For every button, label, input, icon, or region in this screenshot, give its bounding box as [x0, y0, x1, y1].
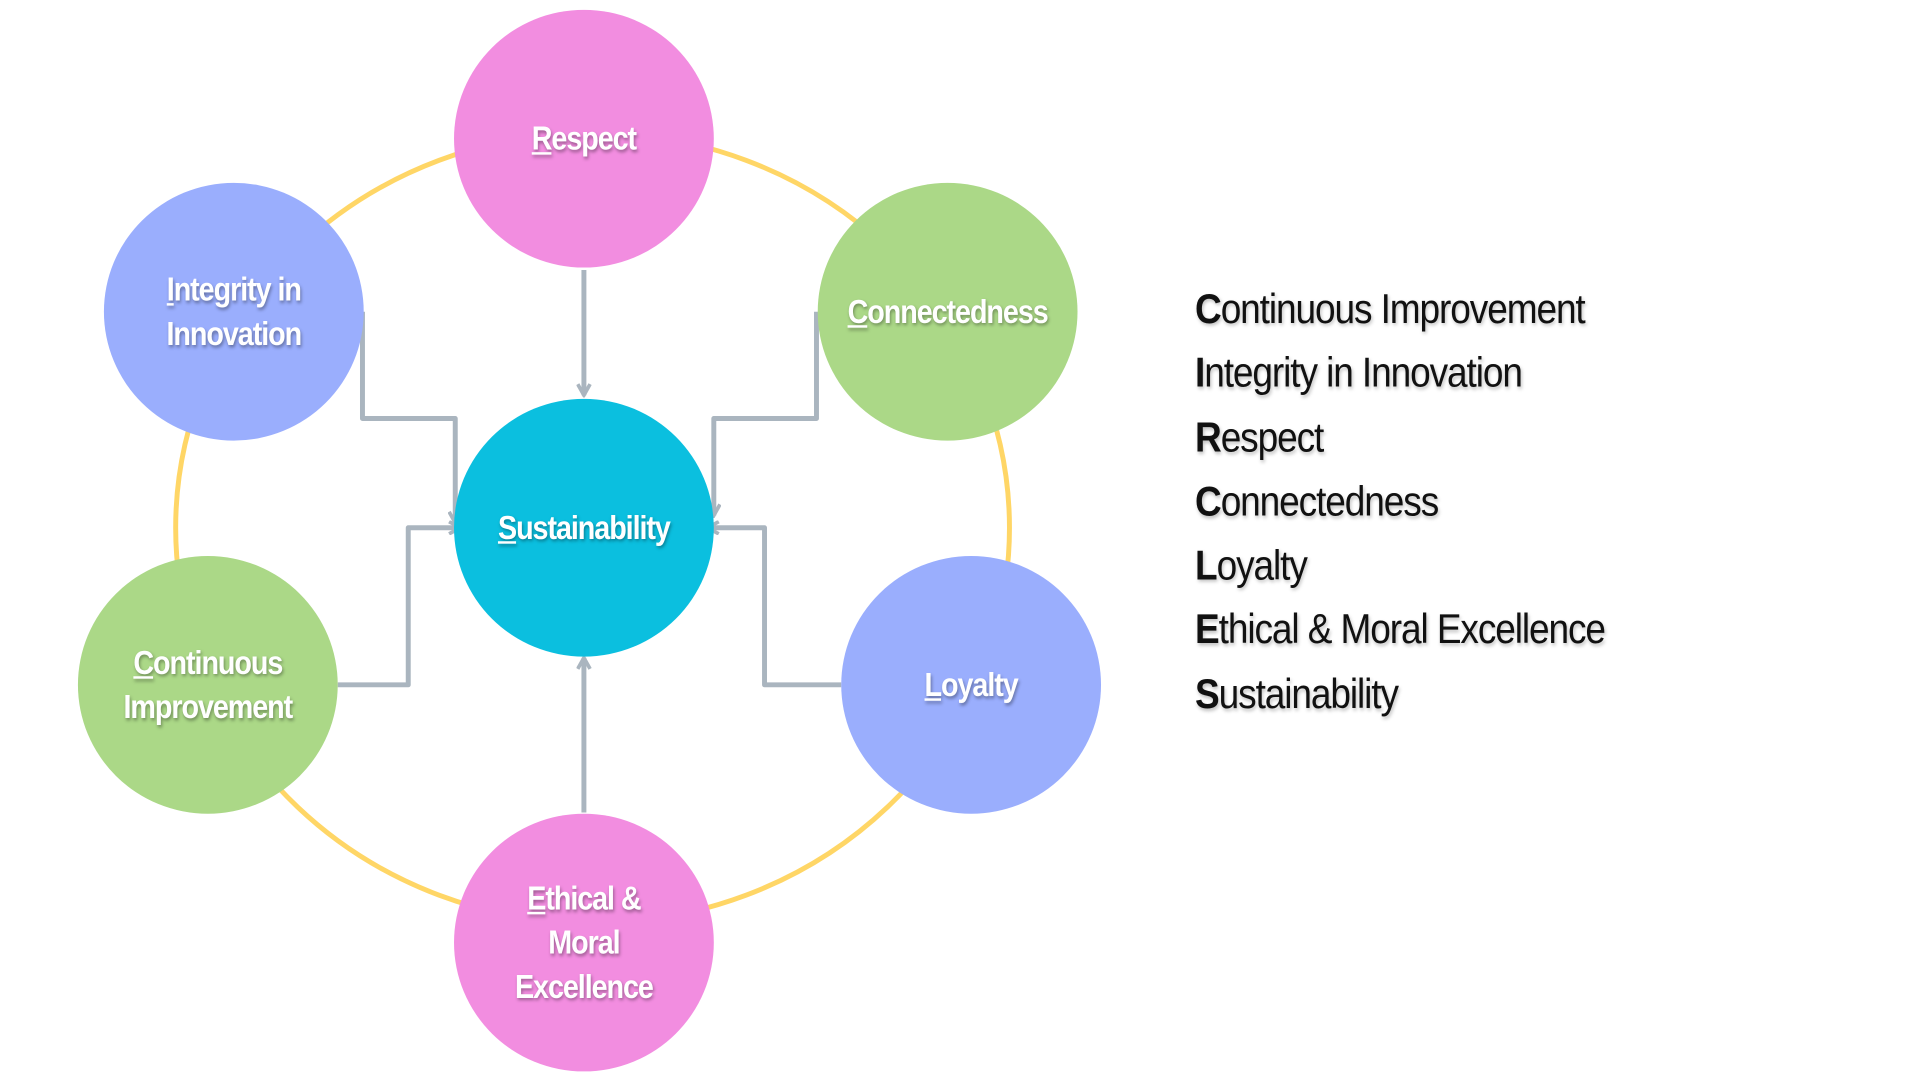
initial-letter: C	[133, 644, 154, 682]
label-rest: thical & Moral Excellence	[1218, 606, 1606, 654]
initial-letter: E	[527, 879, 546, 917]
initial-letter: L	[924, 666, 943, 704]
node-sustainability-circle	[454, 398, 714, 657]
arrow-connectedness	[714, 311, 819, 516]
label-rest: thical & Moral Excellence	[514, 879, 654, 1006]
legend-item: Respect	[1195, 406, 1605, 470]
initial-letter: S	[497, 509, 517, 547]
label-rest: onnectedness	[1220, 478, 1440, 526]
initial-letter: I	[1195, 350, 1205, 397]
node-continuous-label: Continuous Improvement	[112, 641, 304, 729]
label-rest: ontinuous Improvement	[123, 644, 293, 726]
label-rest: ntegrity in Innovation	[1204, 350, 1523, 397]
initial-letter: R	[531, 120, 553, 158]
label-rest: oyalty	[941, 666, 1019, 704]
label-rest: ustainability	[516, 509, 671, 547]
label-rest: oyalty	[1216, 542, 1308, 590]
node-ethical-label: Ethical & Moral Excellence	[504, 876, 664, 1009]
label-rest: espect	[1220, 414, 1325, 461]
node-connectedness-label: Connectedness	[841, 290, 1054, 334]
legend-item: Connectedness	[1195, 470, 1605, 534]
label-rest: espect	[551, 120, 637, 158]
node-continuous-circle	[77, 555, 338, 814]
label-rest: onnectedness	[867, 293, 1048, 331]
legend-item: Loyalty	[1195, 534, 1605, 598]
initial-letter: L	[1195, 542, 1218, 590]
node-integrity-label: Integrity in Innovation	[149, 268, 319, 356]
initial-letter: C	[847, 293, 869, 331]
label-rest: ntegrity in Innovation	[166, 271, 303, 353]
label-rest: ontinuous Improvement	[1220, 285, 1586, 333]
initial-letter: E	[1195, 606, 1220, 654]
node-loyalty-circle	[841, 555, 1102, 814]
label-rest: ustainability	[1218, 671, 1399, 718]
initial-letter: S	[1195, 671, 1220, 718]
node-respect-label: Respect	[478, 117, 691, 161]
initial-letter: C	[1195, 285, 1222, 333]
arrow-continuous	[337, 528, 460, 688]
legend-item: Integrity in Innovation	[1195, 342, 1605, 406]
node-connectedness-circle	[817, 182, 1078, 441]
initial-letter: R	[1195, 414, 1222, 461]
node-respect-circle	[454, 9, 714, 268]
arrow-integrity	[359, 311, 455, 523]
arrow-loyalty	[708, 528, 842, 688]
legend-item: Continuous Improvement	[1195, 277, 1605, 341]
initial-letter: I	[166, 271, 175, 309]
acronym-legend: Continuous Improvement Integrity in Inno…	[1195, 277, 1661, 726]
legend-item: Sustainability	[1195, 662, 1605, 726]
legend-item: Ethical & Moral Excellence	[1195, 598, 1606, 662]
node-integrity-circle	[103, 182, 364, 441]
initial-letter: C	[1195, 478, 1222, 526]
node-sustainability-label: Sustainability	[478, 506, 691, 550]
node-loyalty-label: Loyalty	[865, 663, 1078, 707]
node-ethical-circle	[454, 813, 714, 1072]
